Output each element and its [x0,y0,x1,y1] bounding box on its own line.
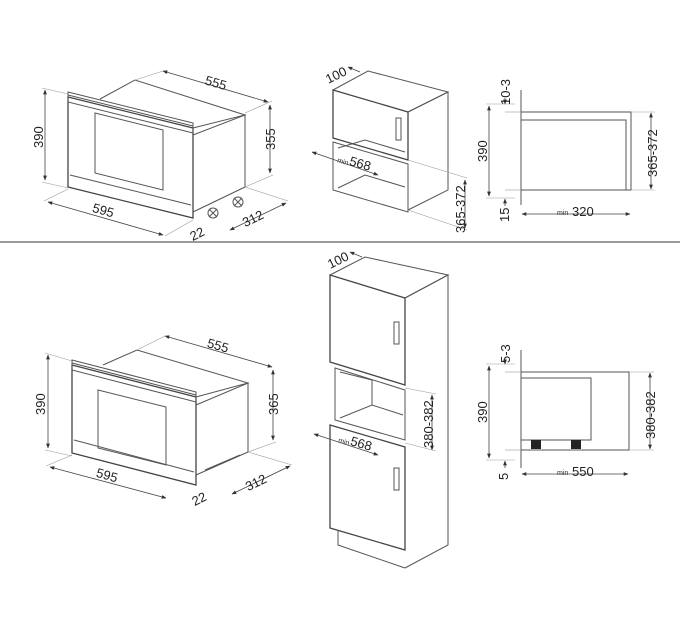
dim-front-offset-22: 22 [187,224,207,244]
dim-min-width-568: 568 [349,433,374,453]
dim-min-label: min [336,157,349,167]
dim-min-width-568: 568 [348,153,373,173]
dim-depth-555: 555 [205,335,230,355]
dim-min-depth-550: 550 [572,464,594,479]
dim-min-label: min [557,210,568,217]
dim-body-height-355: 355 [263,128,278,150]
wall-cabinet: 100 min 568 365-372 [311,64,468,233]
dim-height-390: 390 [33,393,48,415]
dim-min-label: min [337,437,350,447]
side-section-bottom: 5-3 390 380-382 5 min 550 [475,344,658,480]
dim-niche-height-380-382: 380-382 [421,400,436,448]
dim-niche-height-380-382: 380-382 [643,391,658,439]
dim-height-390: 390 [475,140,490,162]
foot-icon [531,440,541,449]
tall-cabinet: 100 min 568 380-382 [313,249,450,569]
dim-bottom-gap-5: 5 [496,473,511,480]
dim-height-390: 390 [475,401,490,423]
dim-depth-555: 555 [203,73,228,93]
oven-iso-bottom: 555 390 365 595 312 22 [33,335,293,509]
dim-width-595: 595 [95,465,120,485]
dim-niche-height-365-372: 365-372 [453,185,468,233]
dim-niche-height-365-372: 365-372 [645,129,660,177]
dim-min-label: min [557,470,568,477]
dim-min-depth-320: 320 [572,204,594,219]
dim-bottom-gap-15: 15 [497,208,512,222]
dim-front-offset-22: 22 [189,489,209,509]
dim-side-depth-312: 312 [240,207,266,230]
dim-top-gap-10-3: 10-3 [498,79,513,105]
foot-icon [232,196,244,208]
dim-width-595: 595 [91,200,116,220]
side-section-top: 10-3 390 365-372 15 min 320 [475,79,660,222]
dim-top-gap-5-3: 5-3 [498,344,513,363]
dim-body-height-365: 365 [266,393,281,415]
dim-height-390: 390 [31,126,46,148]
oven-iso-top: 555 390 355 595 312 22 [31,70,289,244]
dim-top-gap-100: 100 [325,249,351,272]
foot-icon [207,207,219,219]
dim-side-depth-312: 312 [243,471,269,494]
foot-icon [571,440,581,449]
